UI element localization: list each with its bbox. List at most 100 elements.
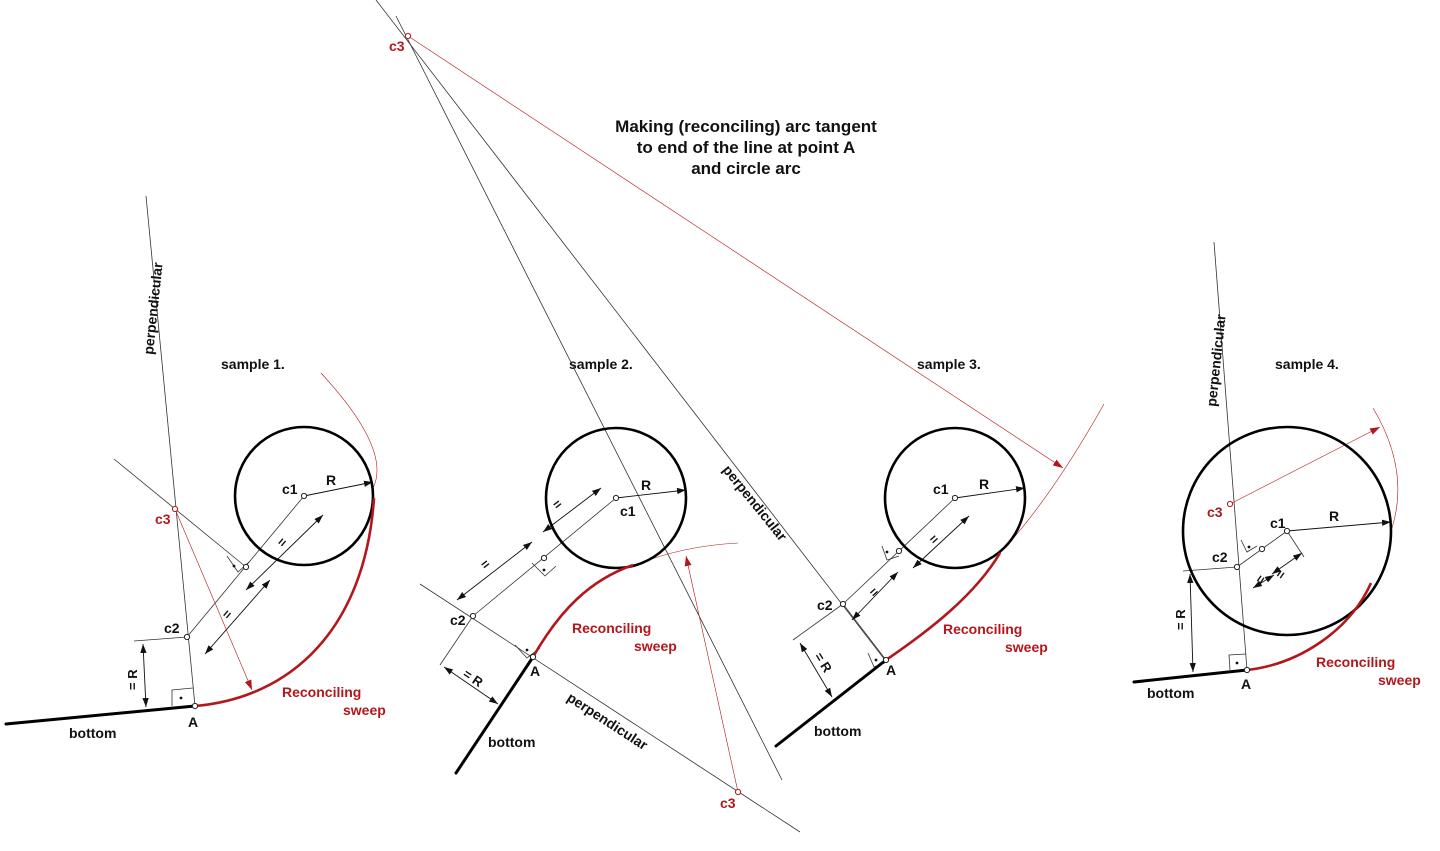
sample-1-construction-line — [113, 458, 247, 568]
sample-2-c2-label: c2 — [450, 612, 466, 628]
sample-2-long-line — [395, 15, 783, 781]
title-line-2: to end of the line at point A — [636, 138, 856, 157]
sample-2-perpendicular-top-label: perpendicular — [720, 462, 791, 544]
sample-2-right-angle-c — [531, 562, 557, 577]
sample-4-r-dimension — [1187, 573, 1196, 673]
sample-3-bottom-line — [774, 658, 888, 748]
sample-3-c2-label: c2 — [817, 597, 833, 613]
sample-2-eq-r-label: = R — [460, 666, 486, 690]
sample-4-c1-label: c1 — [1270, 515, 1286, 531]
sample-4-c3-label: c3 — [1207, 504, 1223, 520]
sample-3-group: sample 3. = = = R R bottom Reconciling s… — [774, 356, 1105, 748]
sample-3-r-label: R — [979, 476, 989, 492]
sample-1-c3-label: c3 — [155, 511, 171, 527]
sample-4-point-c2 — [1233, 563, 1241, 571]
sample-4-dimension-left — [1252, 574, 1275, 589]
sample-4-sweep-label: sweep — [1378, 672, 1421, 688]
sample-3-a-label: A — [886, 662, 896, 678]
sample-1-dimension-upper — [245, 514, 324, 591]
sample-3-perp-segment — [842, 603, 887, 661]
sample-2-c1-label: c1 — [620, 503, 636, 519]
sample-1-bottom-label: bottom — [69, 725, 116, 741]
sample-1-reconciling-label: Reconciling — [282, 684, 361, 700]
sample-1-bottom-line — [4, 704, 197, 726]
sample-3-dimension-lower — [851, 571, 899, 621]
sample-4-bottom-label: bottom — [1147, 685, 1194, 701]
sample-4-bottom-line — [1132, 668, 1249, 684]
sample-4-tick-right — [1286, 530, 1305, 558]
sample-1-right-angle-a — [171, 687, 194, 706]
sample-2-equal-mark-left: = — [478, 556, 494, 573]
sample-1-perpendicular-label: perpendicular — [140, 261, 166, 355]
sample-1-r-dimension — [140, 643, 149, 708]
sample-2-right-angle-dot-c — [542, 568, 546, 572]
sample-3-equal-mark-upper: = — [926, 531, 942, 548]
sample-1-equal-mark-lower: = — [219, 606, 236, 622]
sample-1-r-label: R — [326, 472, 336, 488]
sample-2-label: sample 2. — [569, 356, 633, 372]
sample-4-radius-r — [1286, 519, 1392, 532]
sample-2-point-a — [529, 653, 537, 661]
sample-2-group: sample 2. perpendicular perpendicular = … — [375, 0, 1064, 833]
sample-4-point-mid — [1258, 545, 1266, 553]
sample-4-point-c1 — [1283, 527, 1291, 535]
sample-4-c2-label: c2 — [1212, 549, 1228, 565]
sample-4-eq-r-label: = R — [1173, 609, 1188, 630]
sample-2-r-extension — [439, 615, 474, 666]
diagram-title: Making (reconciling) arc tangent to end … — [596, 116, 896, 179]
sample-4-right-angle-dot-c — [1247, 545, 1251, 549]
sample-2-circle — [544, 426, 688, 570]
sample-4-right-angle-dot-a — [1235, 661, 1239, 665]
sample-1-radius-arrow — [174, 508, 253, 691]
sample-1-right-angle-dot-a — [179, 696, 183, 700]
sample-2-perpendicular-label: perpendicular — [564, 689, 651, 753]
sample-4-equal-mark-left: = — [1252, 572, 1269, 587]
sample-1-point-a — [191, 702, 199, 710]
sample-4-point-a — [1243, 666, 1251, 674]
sample-1-c1-label: c1 — [282, 481, 298, 497]
sample-1-dimension-lower — [204, 579, 271, 655]
sample-3-r-extension — [792, 603, 844, 641]
sample-4-right-angle-a — [1228, 653, 1247, 671]
sample-3-c1-label: c1 — [933, 481, 949, 497]
sample-2-radius-r — [615, 487, 687, 499]
sample-1-label: sample 1. — [221, 356, 285, 372]
sample-4-guide-arc — [1372, 407, 1399, 529]
sample-3-right-angle-c — [881, 545, 900, 561]
sample-2-point-mid — [540, 554, 548, 562]
sample-4-label: sample 4. — [1275, 356, 1339, 372]
sample-3-reconciling-sweep — [885, 552, 1002, 662]
sample-3-equal-mark-lower: = — [866, 584, 882, 601]
sample-2-dimension-left — [456, 541, 533, 601]
sample-4-radius-arrow — [1229, 426, 1381, 505]
sample-2-reconciling-label: Reconciling — [572, 620, 651, 636]
sample-4-circle — [1181, 425, 1393, 637]
sample-3-point-mid — [895, 547, 903, 555]
sample-2-radius-arrow — [684, 555, 739, 793]
sample-1-point-c3 — [171, 505, 179, 513]
sample-3-circle — [883, 426, 1027, 570]
sample-3-point-c1 — [951, 494, 959, 502]
sample-4-point-c3 — [1226, 500, 1234, 508]
sample-3-eq-r-label: = R — [811, 650, 835, 676]
sample-1-r-extension — [133, 636, 188, 642]
sample-1-a-label: A — [188, 714, 198, 730]
sample-1-circle — [233, 425, 375, 567]
sample-2-bottom-label: bottom — [488, 734, 535, 750]
sample-1-group: sample 1. perpendicular = = = R R bottom… — [4, 195, 386, 741]
sample-2-reconciling-sweep — [531, 563, 634, 658]
sample-3-right-angle-dot-c — [885, 550, 889, 554]
sample-2-a-label: A — [530, 663, 540, 679]
sample-2-guide-arc — [629, 542, 739, 568]
sample-1-point-c2 — [183, 633, 191, 641]
sample-1-point-c1 — [300, 492, 308, 500]
sample-4-r-label: R — [1329, 508, 1339, 524]
sample-3-r-dimension — [799, 642, 833, 698]
sample-3-point-c2 — [839, 600, 847, 608]
sample-3-reconciling-label: Reconciling — [943, 621, 1022, 637]
sample-1-sweep-label: sweep — [343, 702, 386, 718]
sample-4-reconciling-label: Reconciling — [1316, 654, 1395, 670]
sample-3-label: sample 3. — [917, 356, 981, 372]
sample-2-equal-mark-right: = — [550, 496, 566, 513]
